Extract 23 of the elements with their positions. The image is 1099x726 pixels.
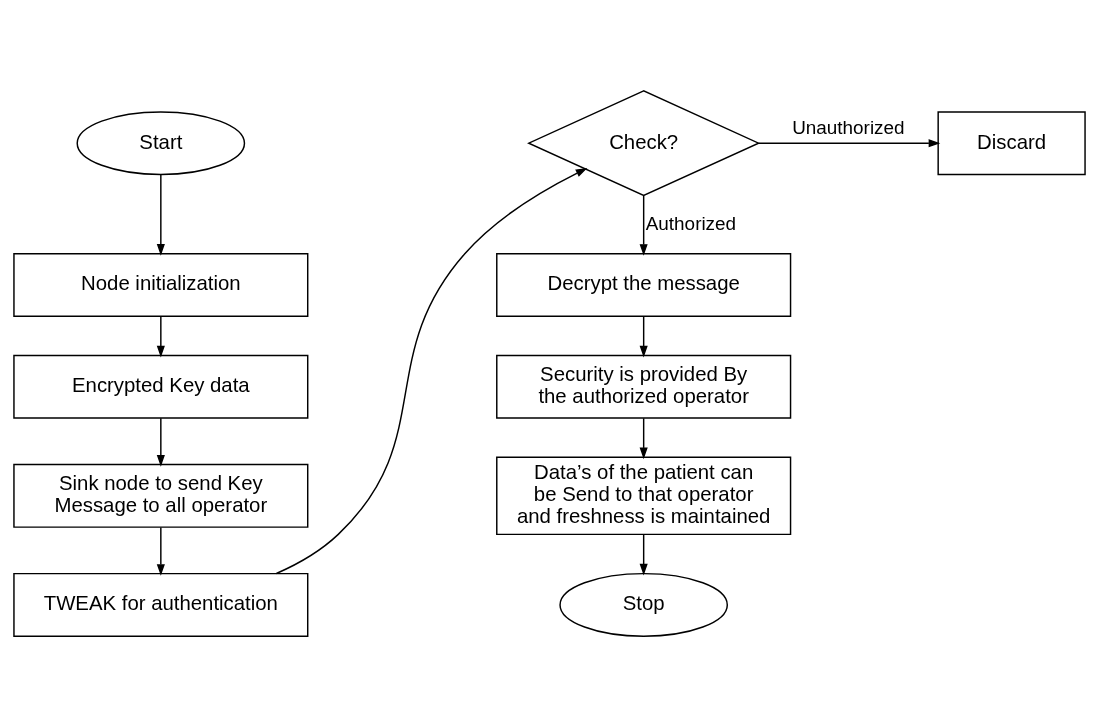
node-ellipse: Start — [76, 110, 246, 175]
node-diamond: Check? — [527, 89, 761, 196]
arrow — [639, 194, 648, 256]
arrow — [757, 138, 941, 147]
arrow — [639, 315, 648, 357]
node-box: Decrypt the message — [496, 252, 792, 317]
node-box: TWEAK for authentication — [13, 572, 309, 637]
arrow — [639, 533, 648, 575]
node-box: Sink node to send Key Message to all operator — [13, 463, 309, 528]
arrow — [156, 315, 165, 357]
node-box: Data’s of the patient can be Send to that operator and freshness is maintained — [496, 456, 792, 535]
node-box: Discard — [937, 110, 1086, 175]
arrow — [275, 167, 588, 574]
node-box: Node initialization — [13, 252, 309, 317]
arrow — [156, 173, 165, 256]
arrow — [156, 526, 165, 576]
node-box: Encrypted Key data — [13, 354, 309, 419]
edge-label: Unauthorized — [792, 116, 905, 138]
edge-label: Authorized — [645, 212, 737, 234]
arrow — [156, 417, 165, 467]
node-ellipse: Stop — [559, 572, 728, 637]
arrow — [639, 417, 648, 459]
node-box: Security is provided By the authorized operator — [496, 354, 792, 419]
